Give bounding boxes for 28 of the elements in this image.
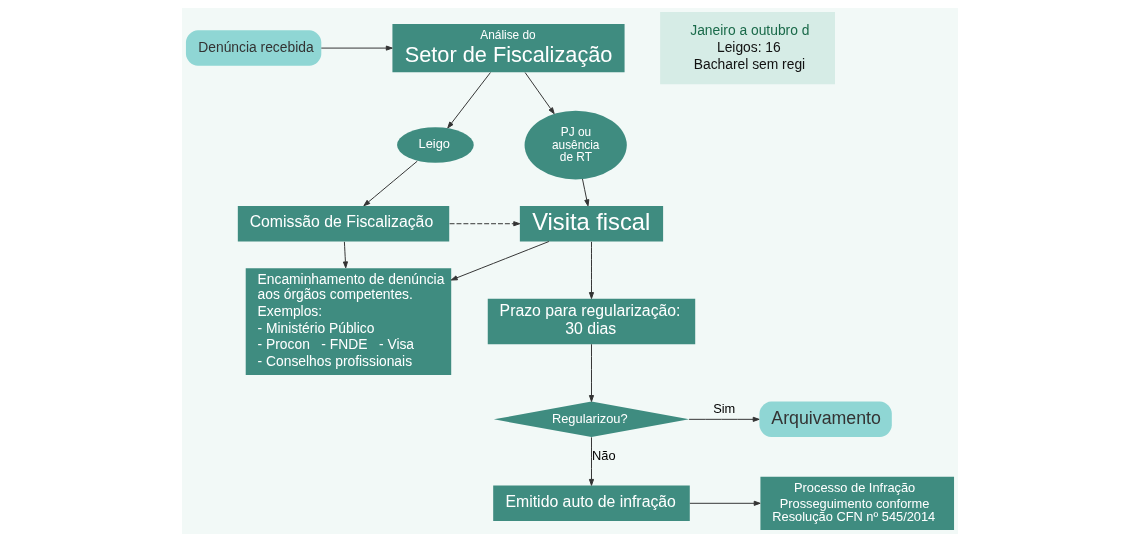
node-box: Emitido auto de infração (493, 485, 690, 522)
arrow (447, 72, 491, 129)
node-box: Análise do Setor de Fiscalização (392, 23, 625, 73)
arrow (363, 160, 418, 207)
arrow (449, 221, 521, 227)
arrow (689, 500, 761, 506)
node-diamond: Regularizou? (493, 401, 690, 438)
arrow (342, 241, 348, 269)
arrow (582, 178, 590, 207)
node-box: Comissão de Fiscalização (237, 205, 450, 242)
arrow (524, 72, 555, 115)
arrow (450, 241, 550, 281)
arrow (588, 436, 595, 486)
node-ellipse: PJ ou ausência de RT (524, 110, 627, 180)
node-ellipse: Leigo (397, 127, 474, 163)
arrow (320, 45, 393, 51)
edge-label: Sim (713, 400, 736, 416)
arrow (688, 416, 760, 422)
node-box: Encaminhamento de denúncia aos órgãos competentes. Exemplos: - Ministério Público - Procon - FNDE - Visa - Conselhos profissionais (245, 268, 452, 375)
node-box: Visita fiscal (519, 205, 664, 242)
arrow (588, 241, 595, 299)
node-box: Arquivamento (759, 401, 892, 438)
arrow (588, 343, 595, 402)
node-box: Prazo para regularização: 30 dias (487, 298, 696, 345)
node-box: Processo de Infração Prosseguimento conforme Resolução CFN nº 545/2014 (760, 476, 955, 530)
edge-label: Não (592, 448, 616, 464)
node-box: Janeiro a outubro d Leigos: 16 Bacharel sem regi (660, 12, 835, 85)
node-box: Denúncia recebida (185, 30, 322, 66)
